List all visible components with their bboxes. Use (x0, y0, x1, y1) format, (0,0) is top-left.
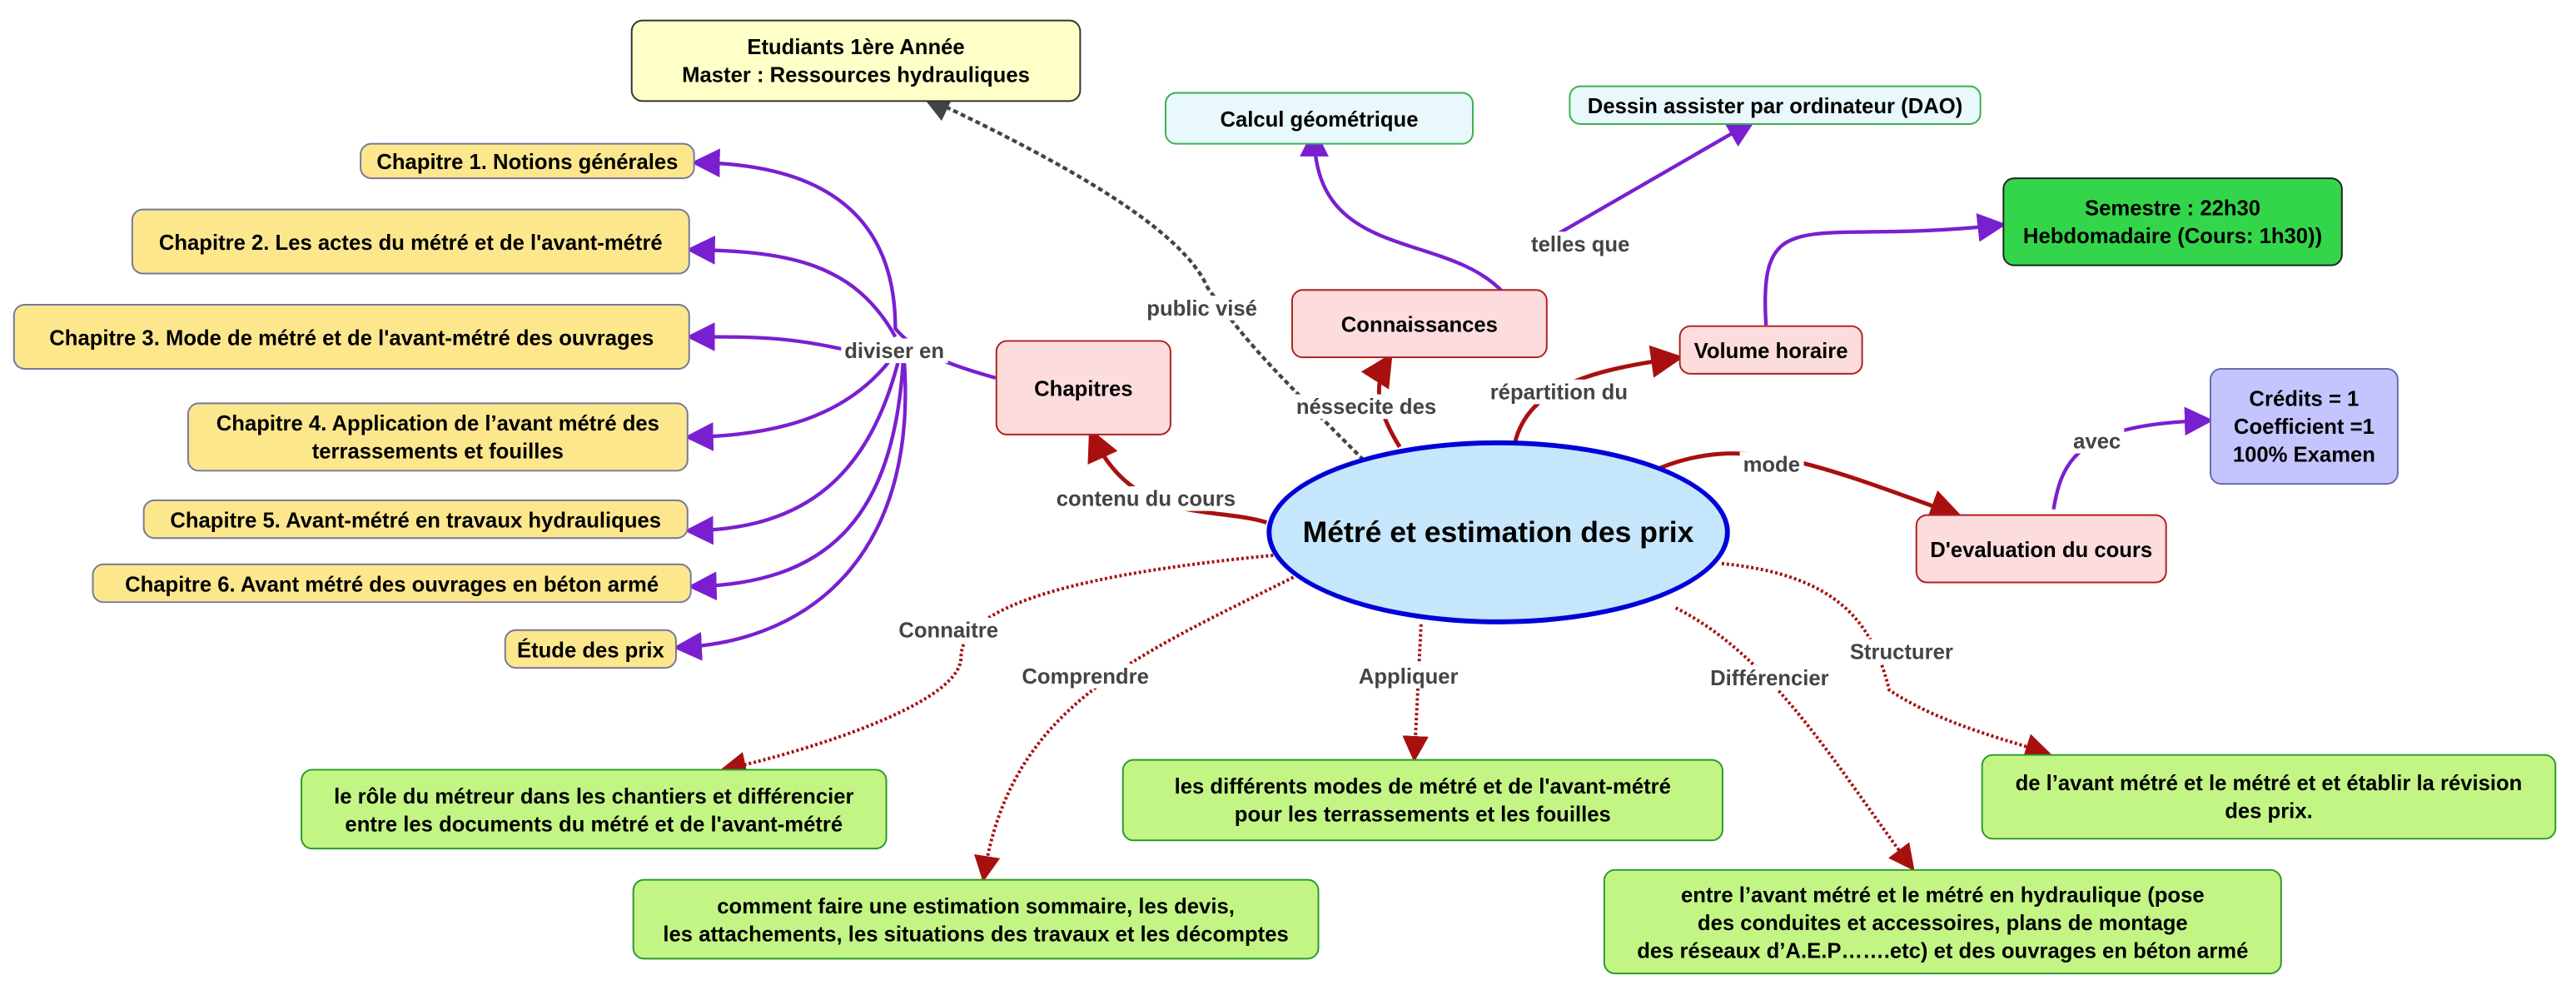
link-label-comprendre: Comprendre (1018, 664, 1152, 689)
link-label-appliquer: Appliquer (1355, 664, 1462, 689)
objective-connaitre-node[interactable]: le rôle du métreur dans les chantiers et… (301, 769, 888, 850)
objective-differencier-node[interactable]: entre l’avant métré et le métré en hydra… (1603, 868, 2282, 975)
chapter-1-node[interactable]: Chapitre 1. Notions générales (360, 142, 695, 180)
objective-appliquer-node[interactable]: les différents modes de métré et de l'av… (1121, 759, 1723, 842)
link-label-repartition: répartition du (1486, 379, 1631, 405)
link-label-necessite: néssecite des (1292, 394, 1440, 420)
hours-detail-node[interactable]: Semestre : 22h30 Hebdomadaire (Cours: 1h… (2002, 177, 2343, 266)
link-label-differencier: Différencier (1707, 665, 1833, 690)
objective-comprendre-node[interactable]: comment faire une estimation sommaire, l… (632, 878, 1320, 960)
link-label-connaitre: Connaitre (895, 617, 1002, 643)
chapter-5-node[interactable]: Chapitre 5. Avant-métré en travaux hydra… (142, 499, 689, 540)
link-label-contenu: contenu du cours (1052, 486, 1239, 511)
link-label-public-vise: public visé (1143, 296, 1261, 321)
objective-structurer-node[interactable]: de l’avant métré et le métré et et établ… (1981, 754, 2557, 840)
target-audience-node[interactable]: Etudiants 1ère Année Master : Ressources… (630, 19, 1082, 102)
connaissances-node[interactable]: Connaissances (1290, 289, 1548, 359)
chapitres-node[interactable]: Chapitres (995, 340, 1171, 435)
calcul-geometrique-node[interactable]: Calcul géométrique (1164, 92, 1474, 145)
chapter-6-node[interactable]: Chapitre 6. Avant métré des ouvrages en … (92, 563, 692, 604)
chapter-4-node[interactable]: Chapitre 4. Application de l’avant métré… (186, 402, 689, 472)
central-topic[interactable]: Métré et estimation des prix (1266, 440, 1730, 624)
chapter-3-node[interactable]: Chapitre 3. Mode de métré et de l'avant-… (12, 304, 690, 370)
link-label-mode: mode (1739, 451, 1803, 477)
volume-horaire-node[interactable]: Volume horaire (1678, 325, 1863, 375)
dao-node[interactable]: Dessin assister par ordinateur (DAO) (1569, 85, 1982, 125)
link-label-diviser-en: diviser en (841, 338, 947, 364)
etude-des-prix-node[interactable]: Étude des prix (504, 629, 677, 669)
link-label-structurer: Structurer (1846, 639, 1957, 664)
link-label-telles-que: telles que (1528, 231, 1634, 256)
evaluation-detail-node[interactable]: Crédits = 1 Coefficient =1 100% Examen (2209, 367, 2399, 485)
central-topic-label: Métré et estimation des prix (1302, 515, 1694, 549)
evaluation-node[interactable]: D'evaluation du cours (1915, 514, 2167, 584)
chapter-2-node[interactable]: Chapitre 2. Les actes du métré et de l'a… (131, 208, 690, 275)
link-label-avec: avec (2070, 429, 2125, 454)
